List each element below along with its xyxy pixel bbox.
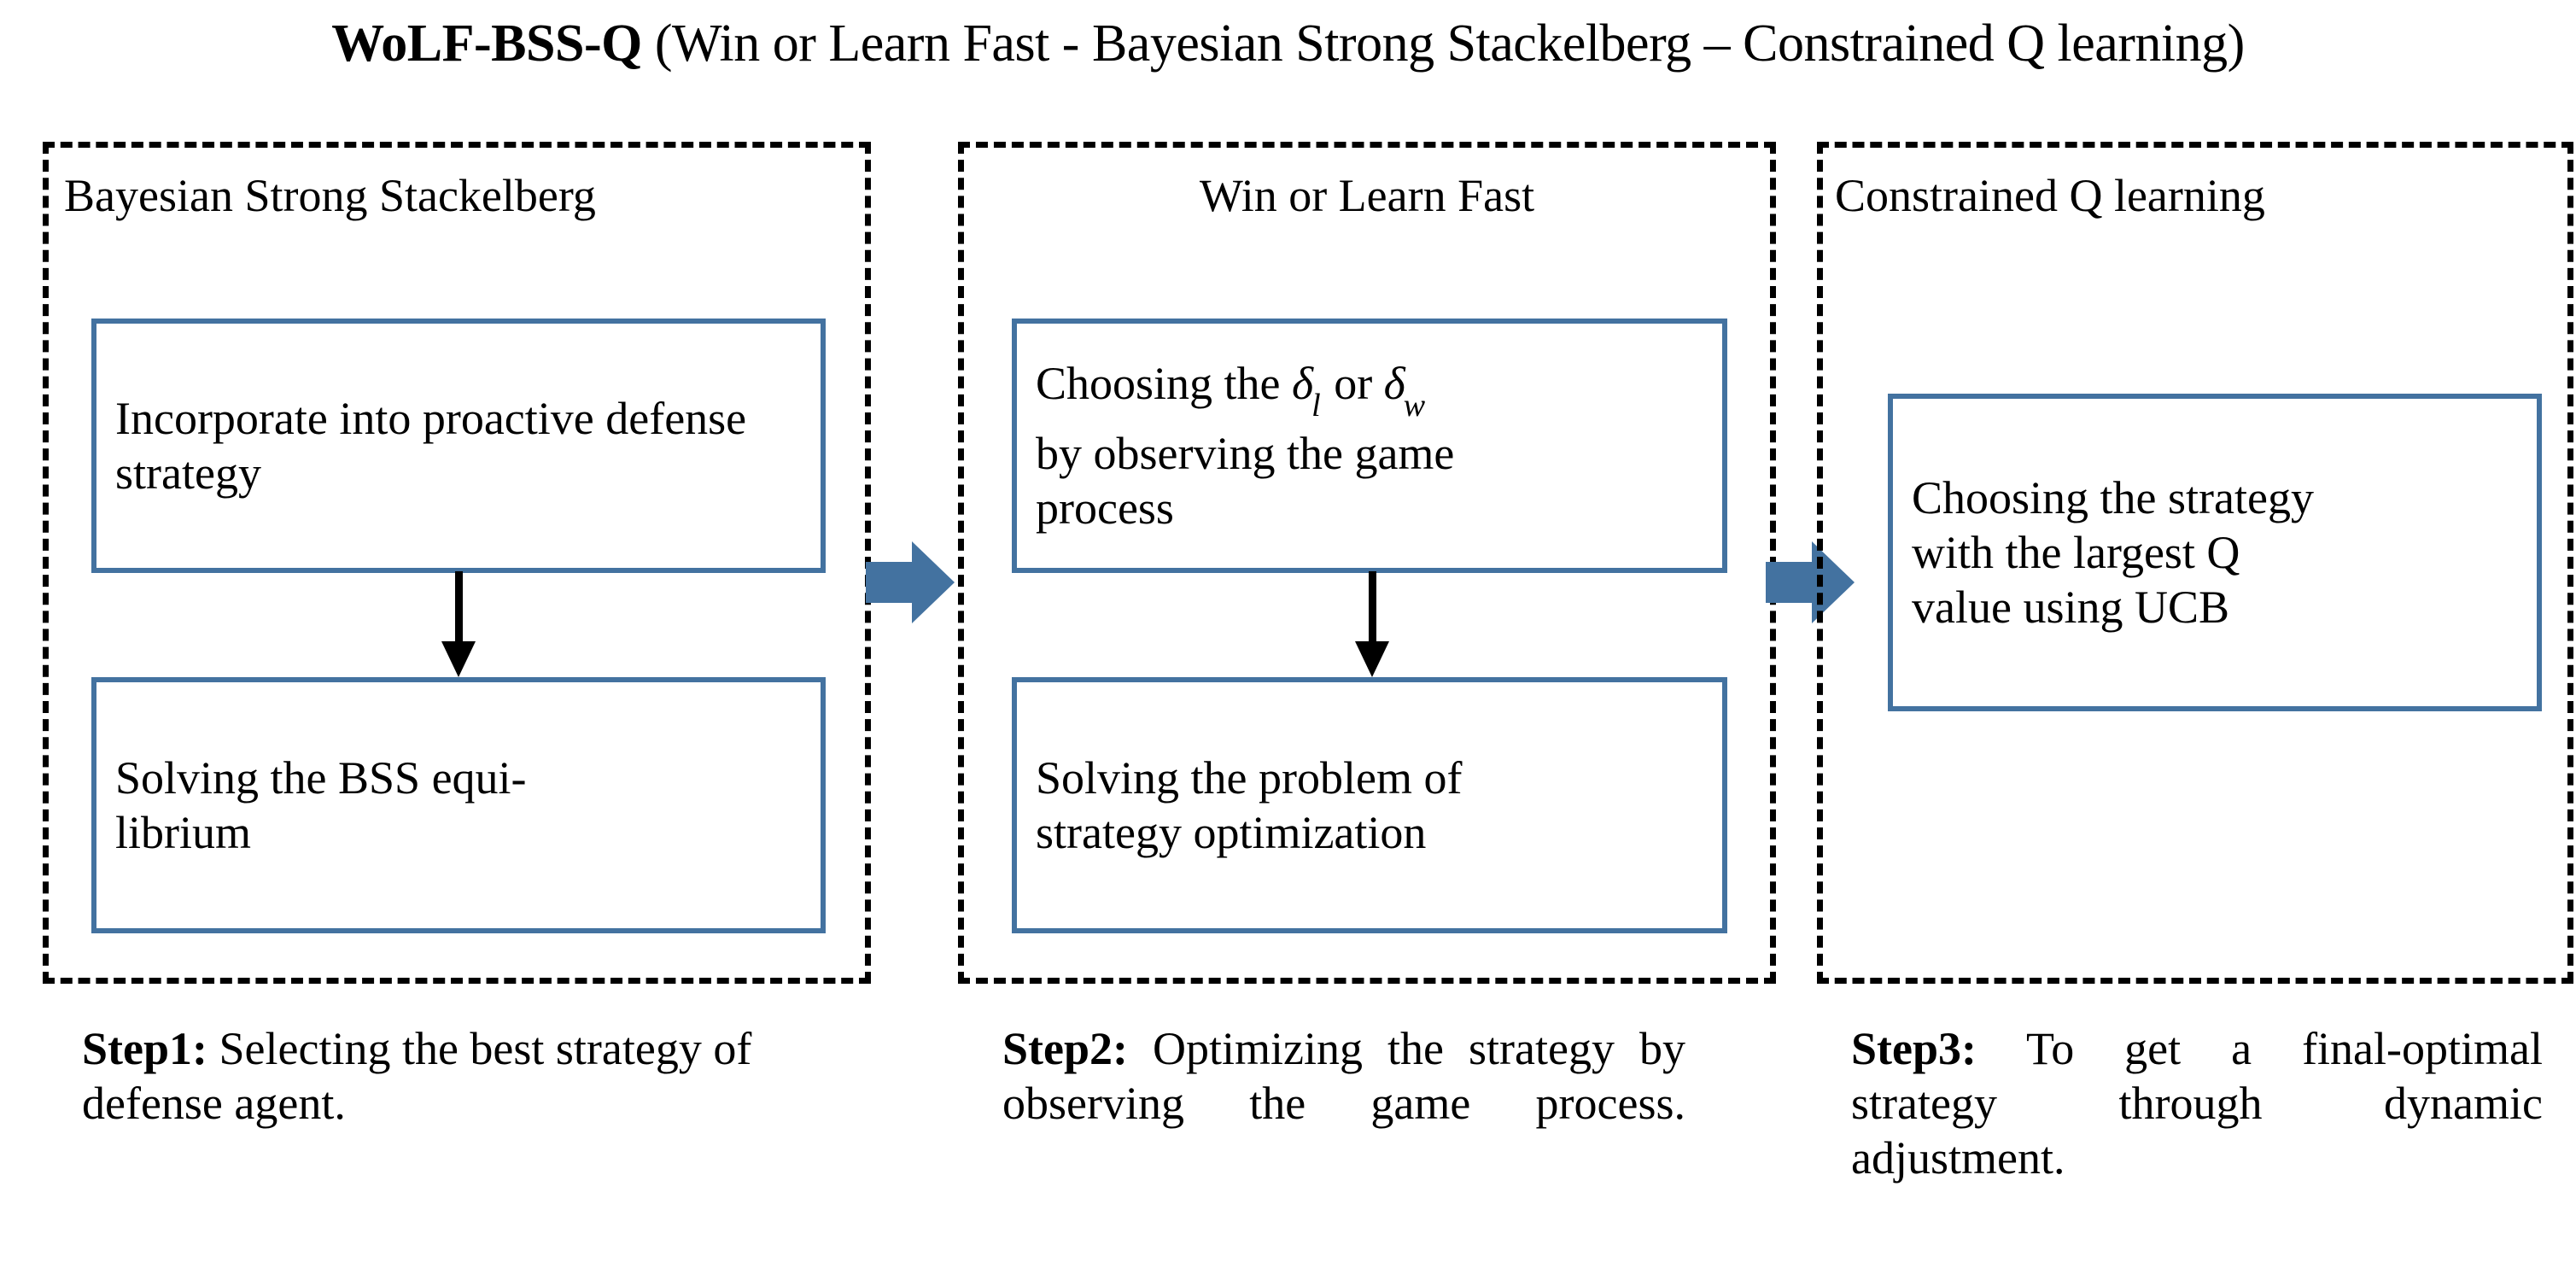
- box-text-line-2: strategy optimization: [1036, 807, 1427, 858]
- step3-text: To get a final-optimal strategy through …: [1851, 1023, 2543, 1184]
- box-text-line-2: with the largest Q: [1912, 527, 2240, 578]
- arrow-head: [1355, 641, 1389, 677]
- delta-w-subscript: w: [1403, 387, 1426, 424]
- panel-3-title: Constrained Q learning: [1835, 170, 2265, 221]
- panel-bayesian-strong-stackelberg: Bayesian Strong Stackelberg Incorporate …: [43, 142, 871, 984]
- step2-text: Optimizing the strategy by observing the…: [1002, 1023, 1685, 1129]
- arrow-shaft: [1369, 571, 1376, 645]
- step1-label: Step1:: [82, 1023, 207, 1074]
- box-choosing-the-strategy-with-largest-q-value: Choosing the strategy with the largest Q…: [1888, 394, 2542, 711]
- panel-1-title: Bayesian Strong Stackelberg: [64, 170, 596, 221]
- box-text-line-3: process: [1036, 482, 1174, 534]
- step2-label: Step2:: [1002, 1023, 1128, 1074]
- box-text-line-1: Solving the problem of: [1036, 752, 1463, 804]
- caption-step1: Step1: Selecting the best strategy of de…: [82, 1021, 833, 1131]
- panel-win-or-learn-fast: Win or Learn Fast Choosing the δl or δw …: [958, 142, 1776, 984]
- arrow-tail: [866, 562, 915, 603]
- page-title-strong: WoLF-BSS-Q: [331, 15, 642, 73]
- box-solving-the-problem-of-strategy-optimization: Solving the problem of strategy optimiza…: [1012, 677, 1727, 933]
- caption-step3: Step3: To get a final-optimal strategy t…: [1851, 1021, 2543, 1240]
- step1-text: Selecting the best strategy of defense a…: [82, 1023, 752, 1129]
- box-incorporate-into-proactive-defense-strategy: Incorporate into proactive defense strat…: [91, 319, 826, 573]
- box-text-line-1: Solving the BSS equi-: [115, 752, 527, 804]
- panel-2-title: Win or Learn Fast: [1199, 170, 1535, 221]
- box-text-line-1: Choosing the strategy: [1912, 472, 2314, 523]
- box-text-line-1: Choosing the δl or δw: [1036, 356, 1705, 426]
- box-text-line-3: value using UCB: [1912, 582, 2229, 633]
- arrow-tail: [1766, 562, 1815, 603]
- box-text-line-2: by observing the game: [1036, 427, 1455, 479]
- box-choosing-the-delta: Choosing the δl or δw by observing the g…: [1012, 319, 1727, 573]
- step3-label: Step3:: [1851, 1023, 1977, 1074]
- delta-l-symbol: δ: [1292, 358, 1314, 410]
- right-arrow-icon-panel1-to-panel2: [866, 541, 955, 623]
- page-title: WoLF-BSS-Q (Win or Learn Fast - Bayesian…: [0, 12, 2576, 75]
- or-label: or: [1322, 358, 1384, 410]
- choosing-the-label: Choosing the: [1036, 358, 1293, 410]
- box-text-line-2: librium: [115, 807, 251, 858]
- delta-w-symbol: δ: [1383, 358, 1405, 410]
- arrow-shaft: [455, 571, 463, 645]
- box-solving-the-bss-equilibrium: Solving the BSS equi- librium: [91, 677, 826, 933]
- down-arrow-icon: [1346, 571, 1398, 677]
- down-arrow-icon: [433, 571, 484, 677]
- panel-constrained-q-learning: Constrained Q learning Choosing the stra…: [1817, 142, 2573, 984]
- arrow-head: [912, 541, 955, 623]
- box-text: Incorporate into proactive defense strat…: [115, 393, 747, 499]
- page-title-rest: (Win or Learn Fast - Bayesian Strong Sta…: [641, 15, 2245, 73]
- arrow-head: [441, 641, 476, 677]
- caption-step2: Step2: Optimizing the strategy by observ…: [1002, 1021, 1685, 1185]
- delta-l-subscript: l: [1311, 387, 1321, 424]
